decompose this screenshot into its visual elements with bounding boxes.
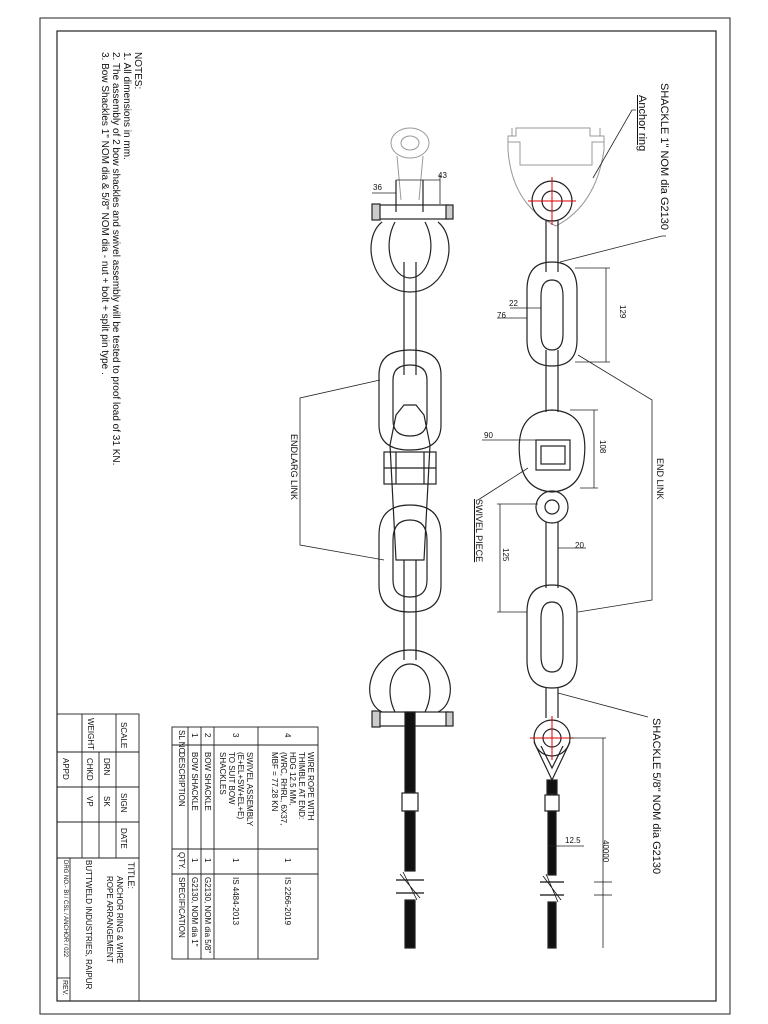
tb-vp: VP <box>85 796 94 807</box>
tb-title-label: TITLE: <box>126 862 136 890</box>
tb-weight: WEIGHT <box>86 718 95 750</box>
bom-row3-qty: 1 <box>231 858 240 863</box>
dim-90: 90 <box>484 431 493 440</box>
bom-row4-spec: IS 2266-2019 <box>283 877 292 926</box>
tb-appd: APPD <box>61 758 70 780</box>
tb-chkd: CHKD <box>85 758 94 781</box>
label-anchor-ring: Anchor ring <box>636 95 648 152</box>
endlarg-link-leaders <box>299 379 385 561</box>
front-view-assembly <box>507 127 605 949</box>
dim-40000: 40000 <box>601 840 610 863</box>
bom-row3-desc-line: SWIVEL ASSEMBLY <box>245 752 254 827</box>
front-view-dimensions <box>477 109 666 948</box>
tb-date: DATE <box>119 828 128 849</box>
bom-row3-spec: IS 4484-2013 <box>231 877 240 926</box>
note-2: 2. The assembly of 2 bow shackles and sw… <box>110 52 121 466</box>
notes-heading: NOTES: <box>132 52 143 90</box>
bom-row3-desc-line: TO SUIT BOW <box>227 752 236 805</box>
bom-row3-no: 3 <box>231 733 240 738</box>
side-view-dimensions <box>372 175 441 204</box>
tb-drn: DRN <box>102 758 111 776</box>
side-view-assembly <box>369 127 454 949</box>
bom-row4-desc-line: WIRE ROPE WITH <box>306 752 315 821</box>
bom-row3-desc: SWIVEL ASSEMBLY (E+EL+SW+EL+E) TO SUIT B… <box>218 752 254 826</box>
label-end-link: END LINK <box>655 458 665 500</box>
dim-12-5: 12.5 <box>565 836 581 845</box>
bom-row3-desc-line: SHACKLES <box>218 752 227 795</box>
note-3: 3. Bow Shackles 1" NOM dia & 5/8" NOM di… <box>99 52 110 375</box>
bom-row2-no: 2 <box>203 733 212 738</box>
bom-row4-desc-line: MBF = 77.28 KN <box>270 752 279 812</box>
dim-108: 108 <box>598 440 607 454</box>
bom-row1-spec: G2130, NOM dia 1" <box>190 877 199 947</box>
tb-title-line1: ANCHOR RING & WIRE <box>115 876 124 964</box>
note-1: 1. All dimensions in mm. <box>121 52 132 160</box>
tb-sign: SIGN <box>119 793 128 813</box>
label-shackle-top: SHACKLE 1" NOM dia G2130 <box>658 83 670 230</box>
tb-company: BUTTWELD INDUSTRIES, RAIPUR <box>84 860 93 990</box>
outer-border <box>39 17 731 1015</box>
bom-row2-qty: 1 <box>203 858 212 863</box>
label-endlarg-link: ENDLARG LINK <box>289 434 299 501</box>
bom-row4-qty: 1 <box>283 858 292 863</box>
title-block-grid <box>56 713 140 1002</box>
dim-43: 43 <box>438 171 447 180</box>
bom-row1-no: 1 <box>190 733 199 738</box>
inner-border <box>56 30 717 1002</box>
bom-header-spec: SPECIFICATION <box>177 877 186 938</box>
dim-76: 76 <box>497 311 506 320</box>
dim-129: 129 <box>618 305 627 319</box>
label-swivel-piece: SWIVEL PIECE <box>474 499 484 563</box>
bom-header-qty: QTY. <box>177 852 186 870</box>
bom-row2-desc: BOW SHACKLE <box>203 752 212 811</box>
bom-row3-desc-line: (E+EL+SW+EL+E) <box>236 752 245 820</box>
tb-scale: SCALE <box>119 722 128 749</box>
bom-row4-desc-line: (WRC, RHRL, 6X37, <box>279 752 288 826</box>
bom-row4-desc-line: THIMBLE AT END: <box>297 752 306 820</box>
bom-row1-qty: 1 <box>190 858 199 863</box>
dim-20: 20 <box>575 541 584 550</box>
dim-36: 36 <box>373 183 382 192</box>
tb-title-line2: ROPE ARRANGEMENT <box>105 876 114 963</box>
dim-125: 125 <box>501 548 510 562</box>
bom-row2-spec: G2130, NOM dia 5/8" <box>203 877 212 954</box>
bom-row4-desc-line: HDG 12.5 MM, <box>288 752 297 806</box>
label-shackle-bottom: SHACKLE 5/8" NOM dia G2130 <box>650 718 662 875</box>
bom-row4-no: 4 <box>283 733 292 738</box>
dim-22: 22 <box>509 299 518 308</box>
tb-sk: SK <box>102 796 111 807</box>
notes-block: NOTES: 1. All dimensions in mm. 2. The a… <box>99 52 143 465</box>
bom-row1-desc: BOW SHACKLE <box>190 752 199 811</box>
bom-row4-desc: WIRE ROPE WITH THIMBLE AT END: HDG 12.5 … <box>270 752 315 825</box>
tb-drg-no: DRG NO.- BI / CSL / ANCHOR / 022 <box>62 860 68 958</box>
bom-table-grid <box>171 726 319 960</box>
tb-rev: REV. <box>61 980 68 996</box>
bom-header-desc: DESCRIPTION <box>177 752 186 807</box>
